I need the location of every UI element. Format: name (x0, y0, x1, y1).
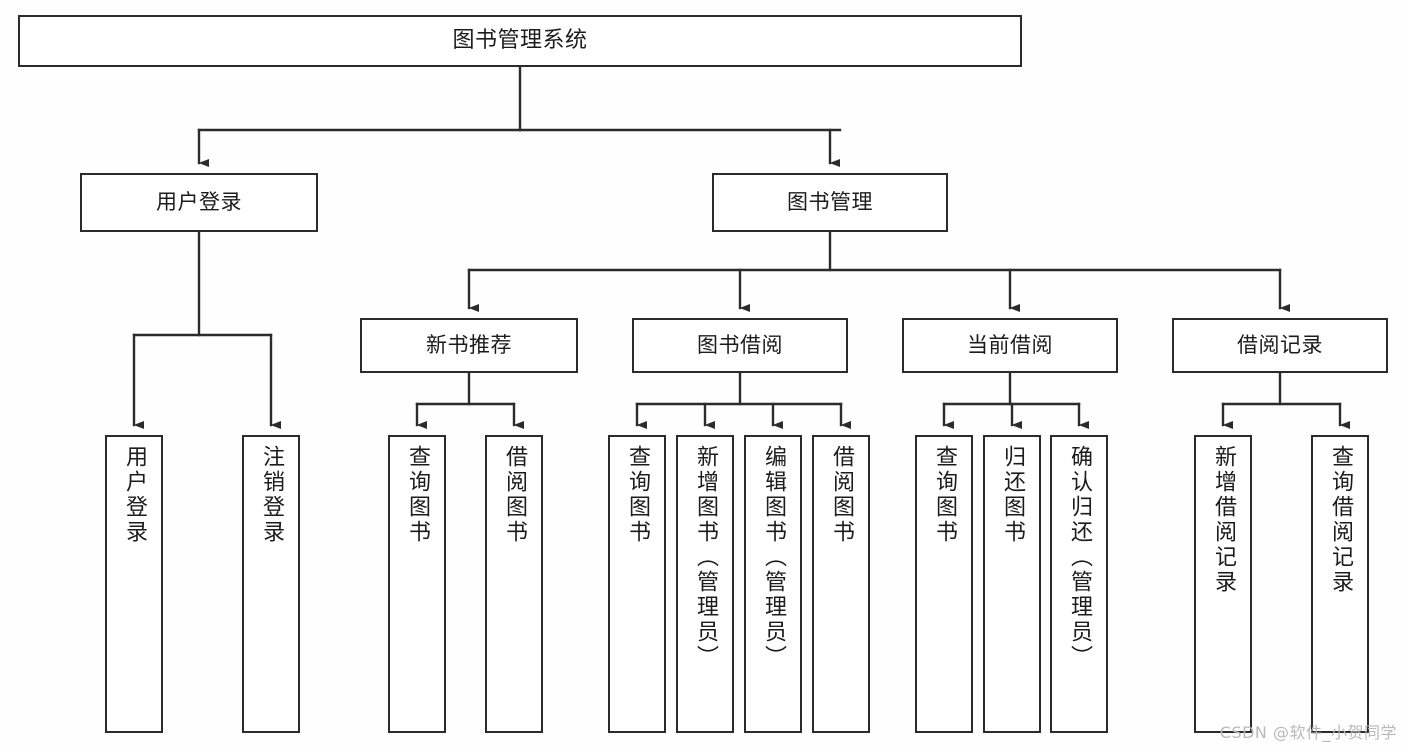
node-label: 查询图书 (932, 445, 957, 545)
node-label: 确认归还（管理员） (1067, 445, 1092, 670)
node-new-book-recommendation[interactable]: 新书推荐 (360, 318, 578, 373)
leaf-query-book-current[interactable]: 查询图书 (915, 435, 973, 733)
leaf-logout[interactable]: 注销登录 (242, 435, 300, 733)
leaf-query-book-newbook[interactable]: 查询图书 (388, 435, 446, 733)
node-label: 查询借阅记录 (1328, 445, 1353, 595)
node-label: 新增图书（管理员） (693, 445, 718, 670)
node-label: 归还图书 (1000, 445, 1025, 545)
node-label: 当前借阅 (967, 333, 1053, 358)
node-root-system[interactable]: 图书管理系统 (18, 15, 1022, 67)
node-user-login[interactable]: 用户登录 (80, 173, 318, 232)
node-book-borrowing[interactable]: 图书借阅 (632, 318, 848, 373)
node-label: 用户登录 (122, 445, 147, 545)
node-label: 用户登录 (156, 190, 242, 215)
node-label: 编辑图书（管理员） (761, 445, 786, 670)
leaf-borrow-book-newbook[interactable]: 借阅图书 (485, 435, 543, 733)
leaf-edit-book-admin[interactable]: 编辑图书（管理员） (744, 435, 802, 733)
leaf-query-borrow-record[interactable]: 查询借阅记录 (1311, 435, 1369, 733)
leaf-user-login[interactable]: 用户登录 (105, 435, 163, 733)
node-label: 新增借阅记录 (1211, 445, 1236, 595)
node-label: 借阅记录 (1237, 333, 1323, 358)
leaf-return-book[interactable]: 归还图书 (983, 435, 1041, 733)
node-label: 借阅图书 (829, 445, 854, 545)
csdn-watermark: CSDN @软件_小贺同学 (1219, 723, 1397, 742)
node-label: 借阅图书 (502, 445, 527, 545)
leaf-add-book-admin[interactable]: 新增图书（管理员） (676, 435, 734, 733)
node-label: 新书推荐 (426, 333, 512, 358)
node-label: 注销登录 (259, 445, 284, 545)
node-label: 图书借阅 (697, 333, 783, 358)
node-borrowing-records[interactable]: 借阅记录 (1172, 318, 1388, 373)
leaf-borrow-book[interactable]: 借阅图书 (812, 435, 870, 733)
leaf-add-borrow-record[interactable]: 新增借阅记录 (1194, 435, 1252, 733)
leaf-confirm-return-admin[interactable]: 确认归还（管理员） (1050, 435, 1108, 733)
node-book-management[interactable]: 图书管理 (712, 173, 948, 232)
node-label: 图书管理 (787, 190, 873, 215)
node-current-borrowing[interactable]: 当前借阅 (902, 318, 1118, 373)
node-label: 查询图书 (625, 445, 650, 545)
leaf-query-book-borrow[interactable]: 查询图书 (608, 435, 666, 733)
node-label: 图书管理系统 (452, 28, 588, 54)
node-label: 查询图书 (405, 445, 430, 545)
